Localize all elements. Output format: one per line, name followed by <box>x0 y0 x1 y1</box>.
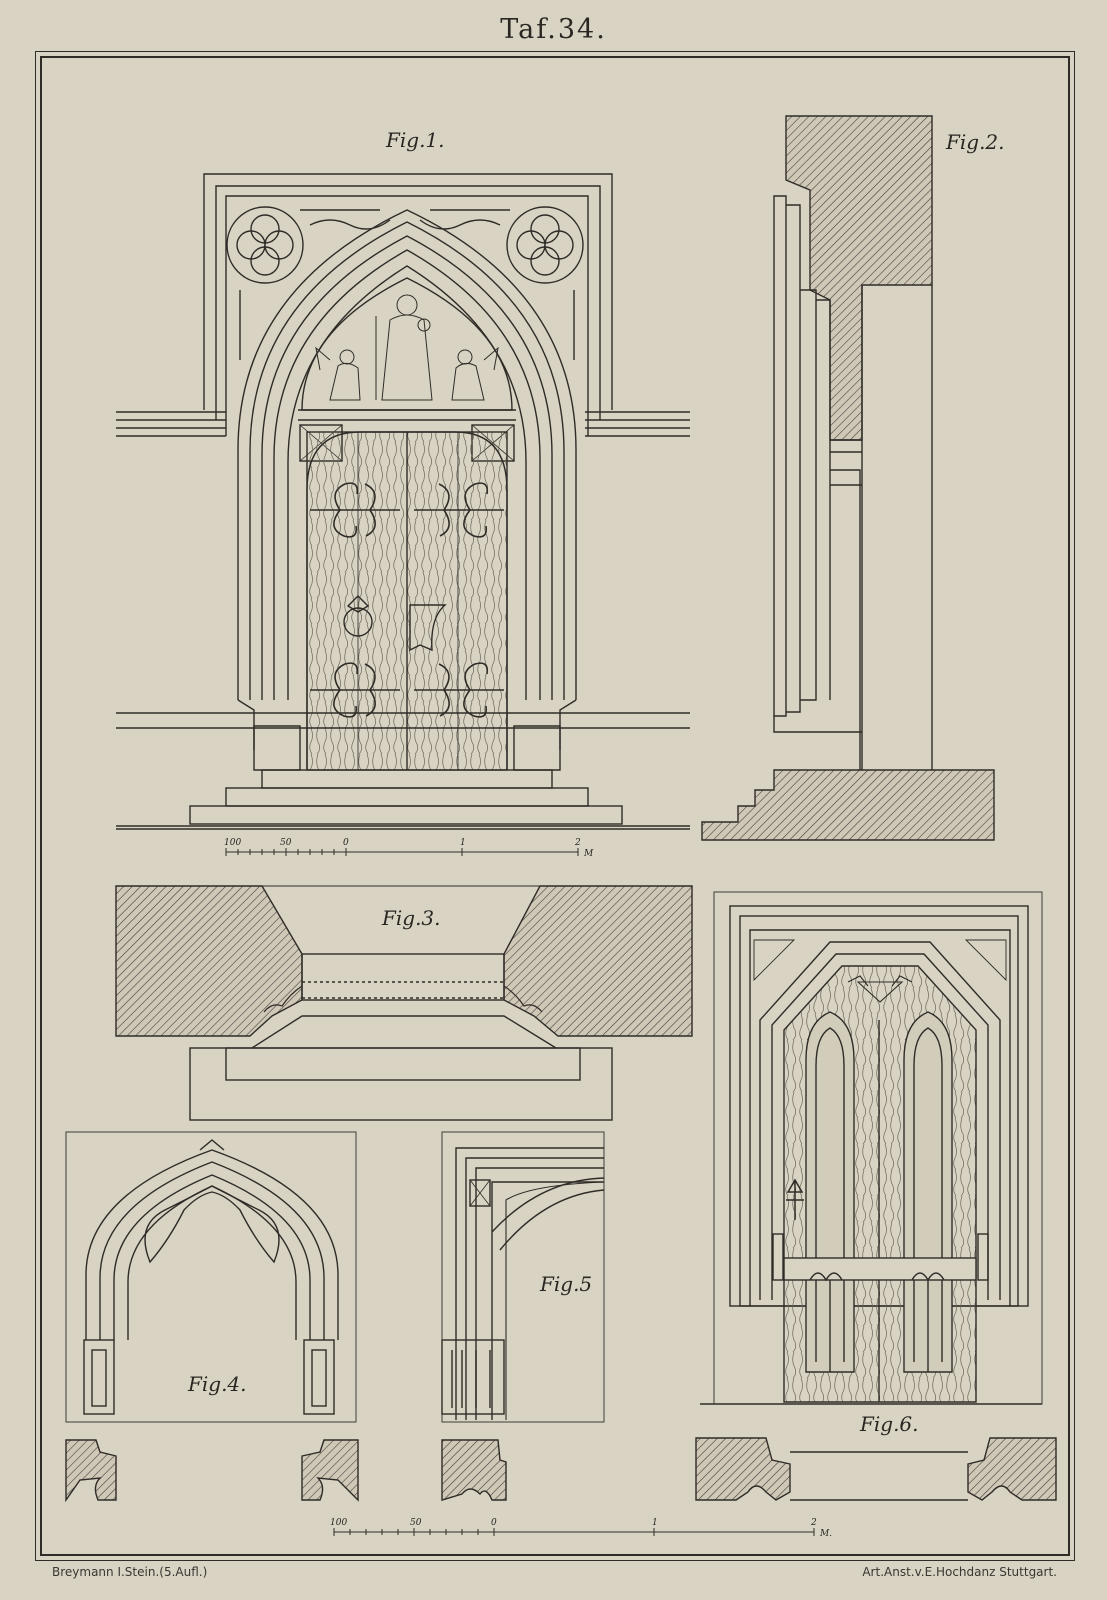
footer-publisher: Breymann I.Stein.(5.Aufl.) <box>52 1565 208 1579</box>
scale-lower-tick-100: 100 <box>330 1518 347 1528</box>
fig3-portal-plan <box>115 885 693 1121</box>
fig4-label: Fig.4. <box>188 1372 247 1396</box>
iron-hinges <box>310 482 504 718</box>
scale-labels-lower: 100 50 0 1 2 M. <box>330 1518 832 1539</box>
fig5-frame-detail <box>441 1131 605 1501</box>
fig6-label: Fig.6. <box>860 1412 919 1436</box>
scale-lower-tick-2: 2 <box>810 1518 817 1528</box>
fig2-label: Fig.2. <box>946 130 1005 154</box>
fig4-cusped-arch <box>65 1131 359 1503</box>
quatrefoil-left <box>226 206 304 284</box>
lock-plate <box>409 604 447 652</box>
quatrefoil-right <box>506 206 584 284</box>
tympanum-sculpture <box>315 294 499 401</box>
scale-bar-upper <box>225 848 579 856</box>
door-ring-handle <box>343 607 373 637</box>
scale-bar-lower <box>333 1528 815 1536</box>
fig2-portal-section <box>701 115 995 841</box>
plate-frame <box>40 56 1070 1556</box>
scale-labels-upper: 100 50 0 1 2 M <box>224 838 594 859</box>
scale-lower-tick-50: 50 <box>410 1518 422 1528</box>
latch-handle <box>786 1178 804 1220</box>
scale-upper-tick-2: 2 <box>574 838 581 848</box>
scale-upper-tick-0: 0 <box>343 838 349 848</box>
scale-upper-tick-50: 50 <box>280 838 292 848</box>
fig1-portal-elevation <box>116 173 690 830</box>
scale-lower-tick-1: 1 <box>652 1518 658 1528</box>
scale-upper-tick-1: 1 <box>460 838 466 848</box>
fig5-label: Fig.5 <box>540 1272 593 1296</box>
plate-title: Taf.34. <box>500 14 607 45</box>
fig6-wooden-door <box>695 891 1057 1501</box>
fig3-label: Fig.3. <box>382 906 441 930</box>
fig1-label: Fig.1. <box>386 128 445 152</box>
scale-upper-unit: M <box>583 849 594 859</box>
scale-lower-unit: M. <box>819 1529 832 1539</box>
scale-lower-tick-0: 0 <box>491 1518 497 1528</box>
scale-upper-tick-100: 100 <box>224 838 241 848</box>
footer-printer: Art.Anst.v.E.Hochdanz Stuttgart. <box>862 1565 1057 1579</box>
